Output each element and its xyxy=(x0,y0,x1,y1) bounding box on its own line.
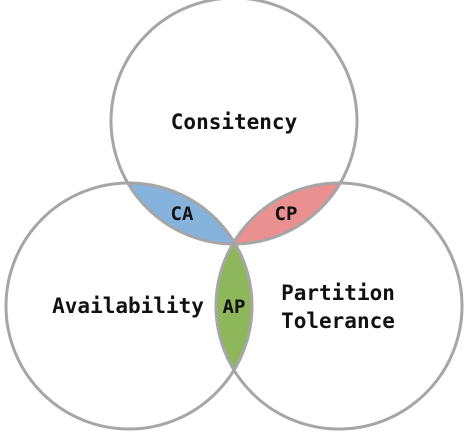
partition-label: Partition xyxy=(281,281,395,305)
partition-tolerance-circle xyxy=(214,181,464,431)
ap-label: AP xyxy=(223,296,246,318)
ca-label: CA xyxy=(171,203,194,225)
availability-circle xyxy=(4,181,254,431)
tolerance-label: Tolerance xyxy=(281,309,395,333)
cp-label: CP xyxy=(275,203,298,225)
availability-label: Availability xyxy=(52,294,204,318)
consistency-label: Consitency xyxy=(171,110,298,134)
